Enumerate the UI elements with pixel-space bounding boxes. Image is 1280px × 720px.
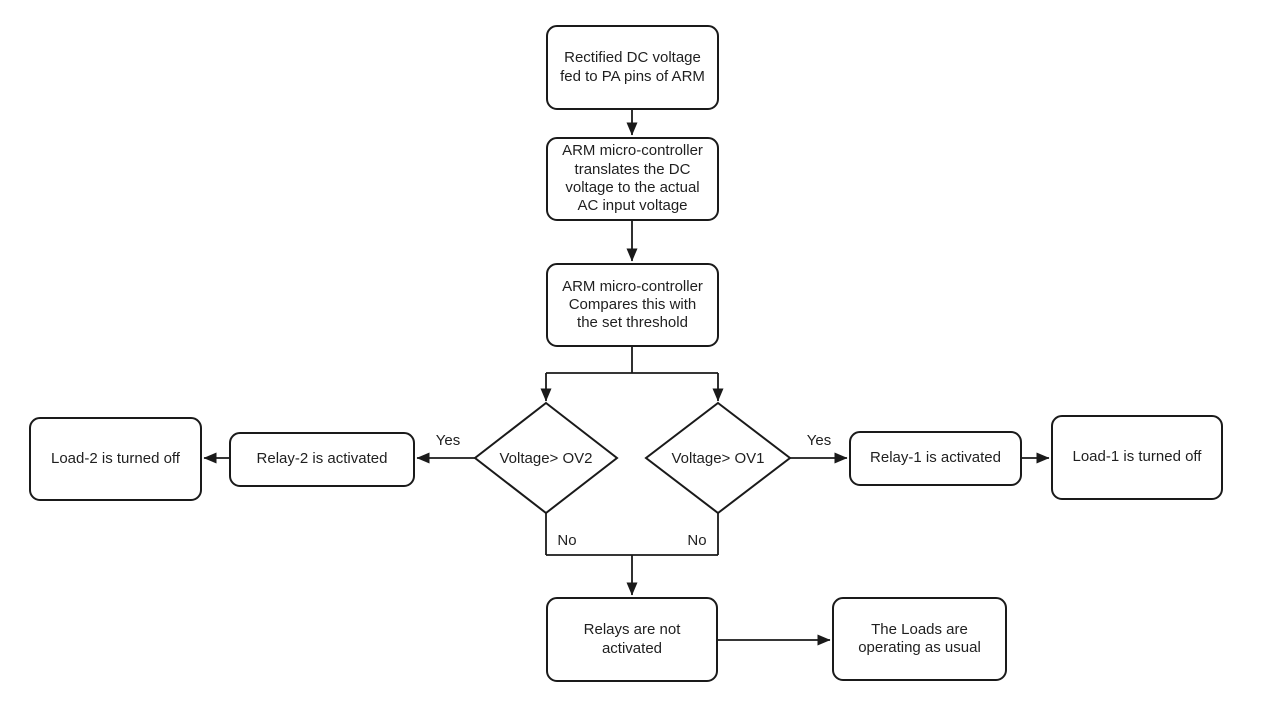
node-load1-label: Load-1 is turned off [1072,448,1202,466]
node-relays-not-activated-label: Relays are not activated [583,621,681,657]
node-relays-not-activated: Relays are not activated [546,597,718,682]
decision-ov2-label: Voltage> OV2 [499,449,593,467]
decision-ov2-shape [473,401,619,515]
edge-label-no-right: No [687,532,707,549]
node-rectified-dc-label: Rectified DC voltage fed to PA pins of A… [560,49,705,85]
node-rectified-dc: Rectified DC voltage fed to PA pins of A… [546,25,719,110]
node-loads-usual-label: The Loads are operating as usual [858,620,981,656]
node-arm-compares-label: ARM micro-controller Compares this with … [562,277,703,332]
node-load2-label: Load-2 is turned off [51,449,180,467]
node-relay1: Relay-1 is activated [849,431,1022,486]
edge-label-no-left: No [557,532,577,549]
node-relay1-label: Relay-1 is activated [870,449,1001,467]
edge-label-yes-left: Yes [435,432,461,449]
node-arm-compares: ARM micro-controller Compares this with … [546,263,719,347]
node-arm-translates-label: ARM micro-controller translates the DC v… [562,142,703,215]
decision-ov1-label: Voltage> OV1 [671,449,765,467]
decision-ov1-shape [644,401,792,515]
node-load2: Load-2 is turned off [29,417,202,501]
node-arm-translates: ARM micro-controller translates the DC v… [546,137,719,221]
node-relay2: Relay-2 is activated [229,432,415,487]
node-loads-usual: The Loads are operating as usual [832,597,1007,681]
node-load1: Load-1 is turned off [1051,415,1223,500]
edge-label-yes-right: Yes [806,432,832,449]
node-relay2-label: Relay-2 is activated [256,450,388,468]
